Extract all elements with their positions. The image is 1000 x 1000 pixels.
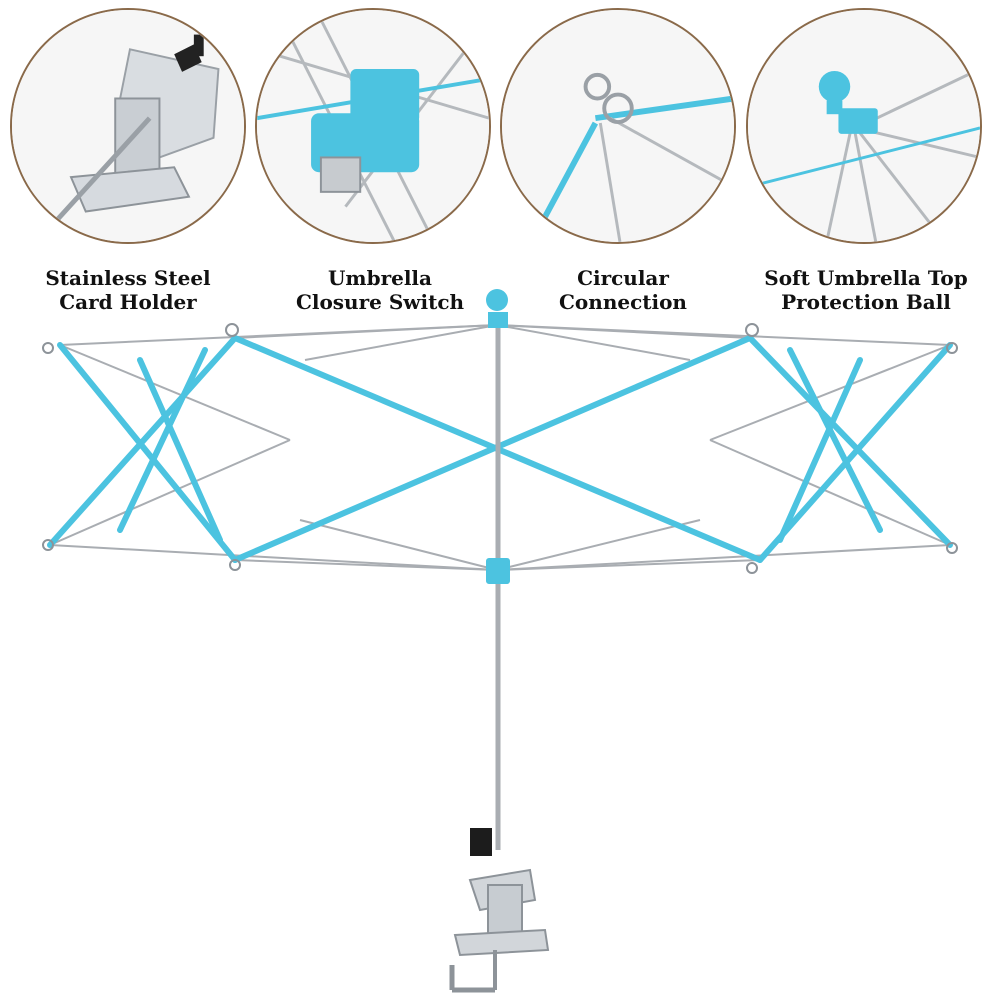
- caption-line: Connection: [559, 290, 687, 314]
- detail-circular-connection-image: [500, 8, 736, 244]
- caption-line: Soft Umbrella Top: [764, 266, 968, 290]
- detail-card-holder-image: [10, 8, 246, 244]
- caption-card-holder: Stainless Steel Card Holder: [8, 266, 248, 314]
- caption-closure-switch: Umbrella Closure Switch: [260, 266, 500, 314]
- caption-line: Umbrella: [327, 266, 432, 290]
- caption-line: Protection Ball: [781, 290, 951, 314]
- metal-spokes: [49, 324, 951, 571]
- hook-ends: [42, 323, 958, 574]
- caption-line: Closure Switch: [295, 290, 465, 314]
- closure-switch-hub: [486, 558, 510, 584]
- caption-line: Circular: [577, 266, 669, 290]
- detail-closure-switch-image: [255, 8, 491, 244]
- table-clamp: [449, 828, 550, 993]
- yarn-swift-image: [42, 289, 958, 993]
- detail-protection-ball-image: [746, 8, 982, 244]
- caption-protection-ball: Soft Umbrella Top Protection Ball: [746, 266, 986, 314]
- caption-circular-connection: Circular Connection: [503, 266, 743, 314]
- top-ball: [486, 289, 508, 311]
- caption-line: Card Holder: [59, 290, 197, 314]
- top-hub: [488, 312, 508, 328]
- caption-line: Stainless Steel: [45, 266, 211, 290]
